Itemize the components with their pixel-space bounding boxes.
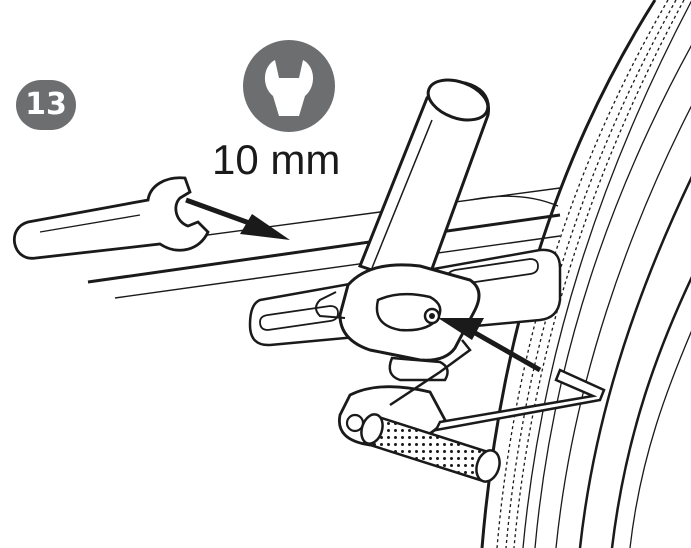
step-number-badge: 13 <box>16 80 76 130</box>
wrench-direction-arrow <box>185 197 290 240</box>
wrench-size-label: 10 mm <box>212 136 341 183</box>
wrench-tool-badge <box>243 40 335 132</box>
handlebar-stem <box>358 78 491 290</box>
open-end-wrench <box>13 176 210 260</box>
allen-key-direction-arrow <box>438 318 542 373</box>
wrench-icon <box>264 60 314 116</box>
knurled-handle <box>360 413 501 483</box>
allen-key <box>433 368 606 432</box>
